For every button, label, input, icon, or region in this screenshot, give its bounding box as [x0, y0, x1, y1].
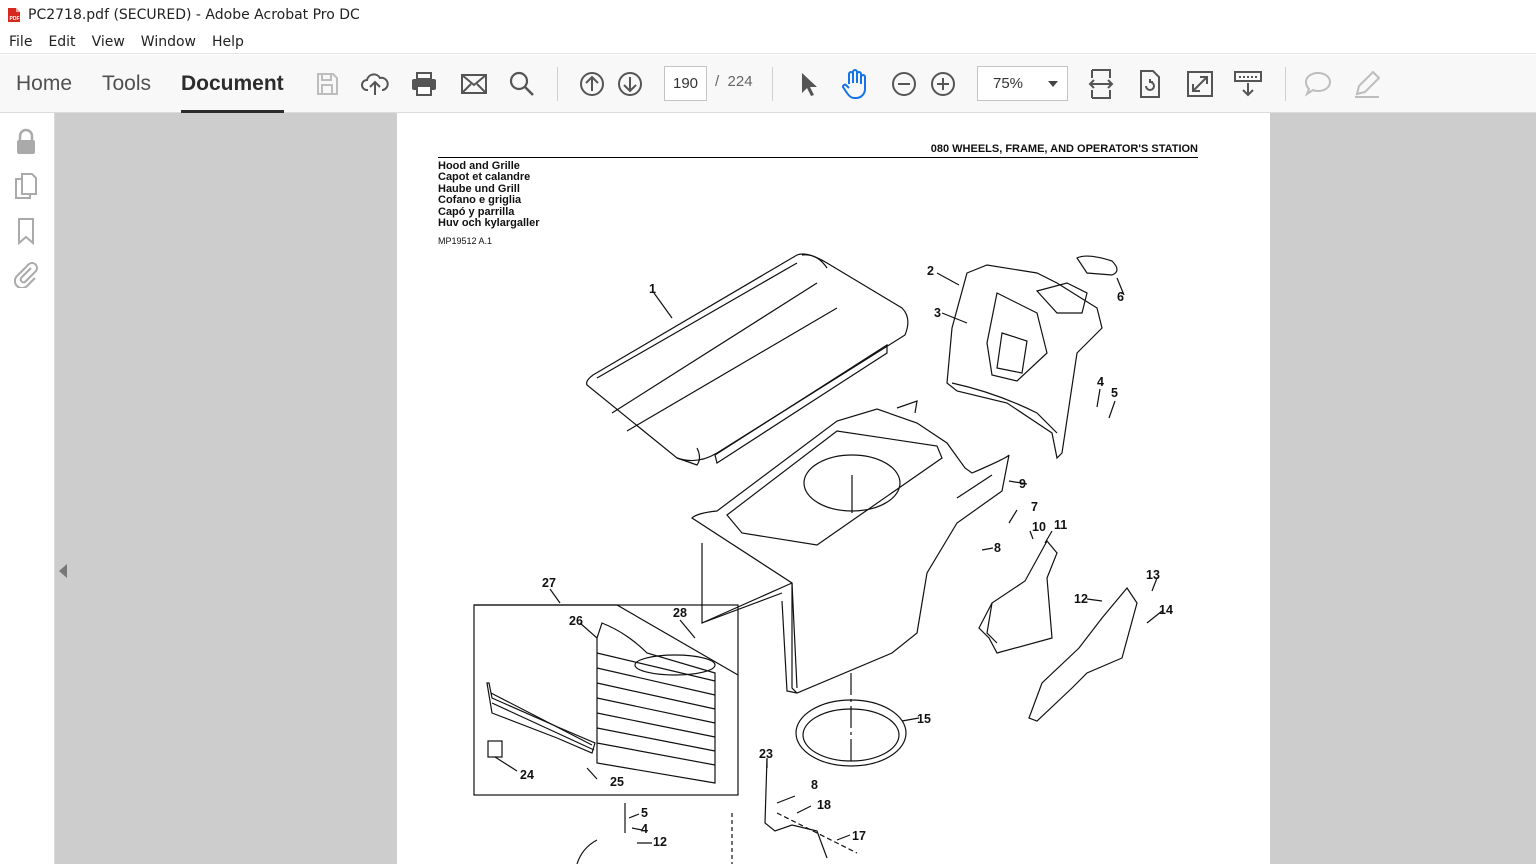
zoom-select[interactable]: 75%	[977, 66, 1068, 101]
callout-label: 23	[759, 747, 773, 761]
print-icon[interactable]	[407, 67, 441, 101]
acrobat-pdf-icon: PDF	[6, 7, 22, 23]
grille-trim-part	[486, 682, 596, 758]
callout-label: 11	[1054, 518, 1067, 532]
callout-label: 25	[610, 775, 624, 789]
page-number-input[interactable]: 190	[664, 66, 707, 101]
toolbar-separator	[1285, 67, 1286, 101]
callout-label: 27	[542, 576, 556, 590]
callout-label: 7	[1031, 500, 1038, 514]
callout-label: 13	[1146, 568, 1160, 582]
email-icon[interactable]	[457, 67, 491, 101]
toolbar-separator	[772, 67, 773, 101]
document-viewer[interactable]: 080 WHEELS, FRAME, AND OPERATOR'S STATIO…	[55, 113, 1536, 864]
hood-grille-exploded-diagram: 1 2 3 4 5 6 7 8 9 10 11 12 13 14 15 27 2…	[473, 253, 1173, 864]
callout-label: 1	[649, 282, 656, 296]
attachment-icon[interactable]	[12, 259, 40, 289]
callout-label: 28	[673, 606, 687, 620]
seal-ring-part	[795, 673, 907, 767]
callout-label: 26	[569, 614, 583, 628]
copy-pages-icon[interactable]	[12, 171, 40, 201]
search-icon[interactable]	[505, 67, 539, 101]
zoom-value: 75%	[993, 75, 1024, 92]
menu-help[interactable]: Help	[212, 33, 244, 50]
side-bracket-right-part	[1028, 586, 1138, 722]
chevron-down-icon	[1048, 81, 1058, 87]
callout-label: 9	[1019, 477, 1026, 491]
lower-left-part	[576, 839, 598, 864]
menu-file[interactable]: File	[9, 33, 33, 50]
callout-label: 12	[653, 835, 667, 849]
title-italian: Cofano e griglia	[438, 194, 522, 207]
window-title: PC2718.pdf (SECURED) - Adobe Acrobat Pro…	[28, 7, 360, 23]
main-toolbar: Home Tools Document 190 / 224 75%	[0, 55, 1536, 113]
part-titles: Hood and Grille Capot et calandre Haube …	[438, 160, 540, 230]
lower-bracket-part	[731, 757, 858, 864]
save-icon[interactable]	[310, 67, 344, 101]
callout-label: 15	[917, 712, 931, 726]
callout-label: 5	[1111, 386, 1118, 400]
title-spanish: Capó y parrilla	[438, 205, 515, 218]
svg-text:PDF: PDF	[10, 16, 20, 22]
title-bar: PDF PC2718.pdf (SECURED) - Adobe Acrobat…	[0, 0, 1536, 30]
zoom-out-icon[interactable]	[887, 67, 921, 101]
hood-part	[586, 253, 909, 466]
fit-page-icon[interactable]	[1084, 67, 1118, 101]
callout-label: 12	[1074, 592, 1088, 606]
callout-label: 4	[1097, 375, 1104, 389]
menu-bar: File Edit View Window Help	[0, 30, 1536, 54]
pdf-page: 080 WHEELS, FRAME, AND OPERATOR'S STATIO…	[397, 113, 1270, 864]
read-mode-icon[interactable]	[1231, 67, 1265, 101]
next-page-icon[interactable]	[613, 67, 647, 101]
figure-reference: MP19512 A.1	[438, 236, 493, 246]
left-navigation-rail	[0, 113, 55, 864]
dash-panel-part	[946, 255, 1118, 460]
hood-support-part	[691, 400, 1010, 694]
previous-page-icon[interactable]	[575, 67, 609, 101]
callout-label: 3	[934, 306, 941, 320]
callout-label: 4	[641, 822, 648, 836]
tab-home[interactable]: Home	[16, 72, 73, 95]
callout-label: 8	[994, 541, 1001, 555]
hand-tool-icon[interactable]	[838, 67, 872, 101]
section-header: 080 WHEELS, FRAME, AND OPERATOR'S STATIO…	[438, 143, 1198, 158]
callout-label: 18	[817, 798, 831, 812]
menu-view[interactable]: View	[91, 33, 125, 50]
title-swedish: Huv och kylargaller	[438, 217, 540, 230]
callout-label: 17	[852, 829, 866, 843]
collapse-panel-arrow-icon[interactable]	[59, 564, 67, 578]
upload-cloud-icon[interactable]	[358, 67, 392, 101]
comment-icon[interactable]	[1301, 67, 1335, 101]
callout-label: 14	[1159, 603, 1173, 617]
callout-label: 6	[1117, 290, 1124, 304]
callout-label: 24	[520, 768, 534, 782]
title-french: Capot et calandre	[438, 171, 531, 184]
title-german: Haube und Grill	[438, 182, 520, 195]
zoom-in-icon[interactable]	[926, 67, 960, 101]
sign-pen-icon[interactable]	[1350, 67, 1384, 101]
page-total: / 224	[715, 73, 753, 90]
menu-window[interactable]: Window	[140, 33, 196, 50]
full-screen-icon[interactable]	[1183, 67, 1217, 101]
toolbar-separator	[557, 67, 558, 101]
select-pointer-icon[interactable]	[790, 67, 824, 101]
grille-part	[596, 622, 716, 784]
side-bracket-left-part	[978, 539, 1058, 654]
callout-label: 10	[1032, 520, 1046, 534]
callout-label: 8	[811, 778, 818, 792]
tab-document[interactable]: Document	[181, 55, 284, 113]
rotate-page-icon[interactable]	[1133, 67, 1167, 101]
callout-labels: 1 2 3 4 5 6 7 8 9 10 11 12 13 14 15 27 2…	[520, 264, 1173, 849]
lock-icon[interactable]	[12, 127, 40, 157]
bookmark-icon[interactable]	[12, 216, 40, 246]
callout-label: 5	[641, 806, 648, 820]
title-english: Hood and Grille	[438, 160, 520, 172]
callout-label: 2	[927, 264, 934, 278]
tab-tools[interactable]: Tools	[102, 72, 152, 95]
menu-edit[interactable]: Edit	[48, 33, 76, 50]
